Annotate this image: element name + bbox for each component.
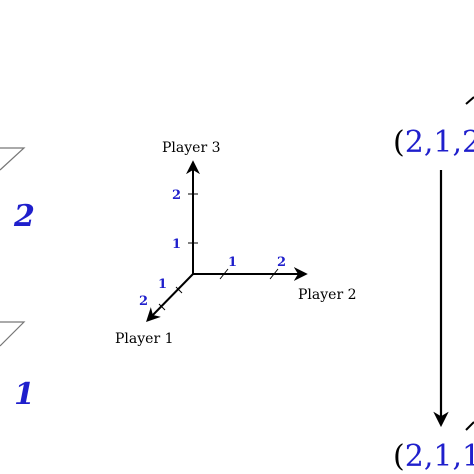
edge-stroke-top <box>465 96 474 105</box>
tick-label-x-1: 1 <box>228 255 237 270</box>
axis-label-player3: Player 3 <box>162 140 221 156</box>
tuple-top-c1: , <box>424 125 434 160</box>
tuple-top-p2: 1 <box>433 125 452 160</box>
tuple-bottom-p2: 1 <box>433 439 452 474</box>
tuple-bottom-open: ( <box>393 439 405 474</box>
tick-label-y-2: 2 <box>172 188 181 203</box>
tuple-top-open: ( <box>393 125 405 160</box>
tick-mark-z-1 <box>175 286 183 294</box>
tick-mark-x-1 <box>219 268 229 280</box>
tuple-bottom-p3: 1 <box>462 439 474 474</box>
tick-label-z-2: 2 <box>139 294 148 309</box>
tick-label-x-2: 2 <box>277 255 286 270</box>
tick-label-z-1: 1 <box>158 277 167 292</box>
tick-label-y-1: 1 <box>172 237 181 252</box>
left-label-bottom: 1 <box>14 377 35 412</box>
tick-mark-x-2 <box>269 268 279 280</box>
partial-shape-top <box>0 147 26 171</box>
axis-label-player1: Player 1 <box>115 331 174 347</box>
axis-label-player2: Player 2 <box>298 287 357 303</box>
tuple-bottom-c2: , <box>452 439 462 474</box>
edge-stroke-bottom <box>465 421 474 431</box>
tuple-bottom-p1: 2 <box>405 439 424 474</box>
tuple-bottom: (2,1,1 <box>393 439 474 474</box>
tuple-transition: (2,1,2 (2,1,1 <box>393 96 474 474</box>
partial-shape-bottom <box>0 321 26 347</box>
axis-player1 <box>146 273 194 323</box>
left-label-top: 2 <box>13 199 35 234</box>
left-partial-shapes: 2 1 <box>0 147 35 412</box>
tuple-top-p3: 2 <box>462 125 474 160</box>
tuple-top: (2,1,2 <box>393 125 474 160</box>
axes-3d: Player 3 Player 2 Player 1 2 1 1 2 1 2 <box>115 140 357 347</box>
tick-mark-z-2 <box>158 303 166 311</box>
tuple-bottom-c1: , <box>424 439 434 474</box>
tuple-top-p1: 2 <box>405 125 424 160</box>
tuple-top-c2: , <box>452 125 462 160</box>
